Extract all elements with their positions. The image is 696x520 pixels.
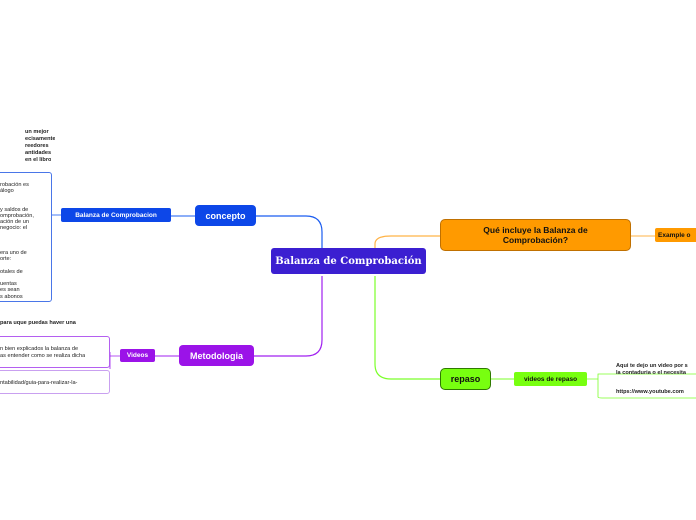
repaso-link-text[interactable]: https://www.youtube.com bbox=[616, 389, 684, 395]
topic-que-incluye[interactable]: Qué incluye la Balanza de Comprobación? bbox=[440, 219, 631, 251]
metodologia-top-note: para uque puedas haver una bbox=[0, 320, 76, 326]
link-videos-items bbox=[109, 352, 120, 369]
concepto-detail-line: ación de un bbox=[0, 219, 29, 226]
concepto-detail-line: uentas bbox=[0, 281, 17, 288]
topic-concepto[interactable]: concepto bbox=[195, 205, 256, 226]
topic-que-incluye-label: Qué incluye la Balanza de Comprobación? bbox=[483, 225, 588, 245]
link-repaso-notes bbox=[587, 373, 696, 399]
concepto-detail-line: y saldos de bbox=[0, 206, 29, 213]
concepto-top-note-line: reedores bbox=[25, 143, 49, 149]
concepto-detail-line: robación es bbox=[0, 182, 29, 188]
concepto-detail-line: s abonos bbox=[0, 293, 23, 300]
videos-item-1-line: n bien explicados la balanza de bbox=[0, 346, 79, 352]
topic-repaso[interactable]: repaso bbox=[440, 368, 491, 390]
videos-item-box-2 bbox=[0, 370, 110, 394]
subtopic-balanza-label: Balanza de Comprobacion bbox=[75, 211, 157, 219]
concepto-top-note-line: antidades bbox=[25, 150, 52, 156]
repaso-note-line: la contaduria o el necesita bbox=[616, 369, 686, 376]
topic-metodologia-label: Metodologia bbox=[190, 350, 243, 361]
subtopic-videos-de-repaso-label: videos de repaso bbox=[523, 375, 578, 383]
topic-concepto-label: concepto bbox=[205, 210, 246, 221]
concepto-top-note-line: un mejor bbox=[25, 129, 49, 135]
link-central-concepto bbox=[256, 215, 323, 248]
concepto-detail-line: orte: bbox=[0, 256, 12, 263]
concepto-top-note-line: ecisamente bbox=[25, 136, 56, 142]
concepto-top-note-line: en el libro bbox=[25, 157, 52, 163]
subtopic-balanza-de-comprobacion[interactable]: Balanza de Comprobacion bbox=[61, 208, 171, 222]
concepto-detail-line: omprobación, bbox=[0, 213, 34, 219]
link-central-repaso bbox=[374, 276, 440, 380]
videos-item-1-line: as entender como se realiza dicha bbox=[0, 353, 86, 359]
videos-item-box-1 bbox=[0, 336, 110, 368]
concepto-detail-line: otales de bbox=[0, 268, 23, 275]
link-central-metodologia bbox=[254, 276, 323, 357]
subtopic-example-label: Example o bbox=[658, 231, 691, 239]
topic-metodologia[interactable]: Metodologia bbox=[179, 345, 254, 366]
central-topic-label: Balanza de Comprobación bbox=[275, 255, 422, 267]
topic-repaso-label: repaso bbox=[450, 374, 481, 384]
subtopic-videos-label: Videos bbox=[126, 352, 149, 359]
concepto-detail-line: era uno de bbox=[0, 250, 27, 257]
concepto-detail-line: álogo bbox=[0, 188, 14, 195]
concepto-detail-line: es sean bbox=[0, 287, 20, 294]
subtopic-videos-de-repaso[interactable]: videos de repaso bbox=[514, 372, 587, 386]
repaso-note-line: Aqui te dejo un video por s bbox=[616, 363, 688, 369]
subtopic-example[interactable]: Example o bbox=[655, 228, 696, 242]
videos-item-2-text: ntabilidad/guia-para-realizar-la- bbox=[0, 380, 78, 386]
subtopic-videos[interactable]: Videos bbox=[120, 349, 155, 362]
central-topic[interactable]: Balanza de Comprobación bbox=[271, 248, 426, 274]
concepto-detail-line: negocio: el bbox=[0, 225, 28, 232]
concepto-detail-box bbox=[0, 172, 52, 302]
link-central-que bbox=[374, 235, 440, 248]
